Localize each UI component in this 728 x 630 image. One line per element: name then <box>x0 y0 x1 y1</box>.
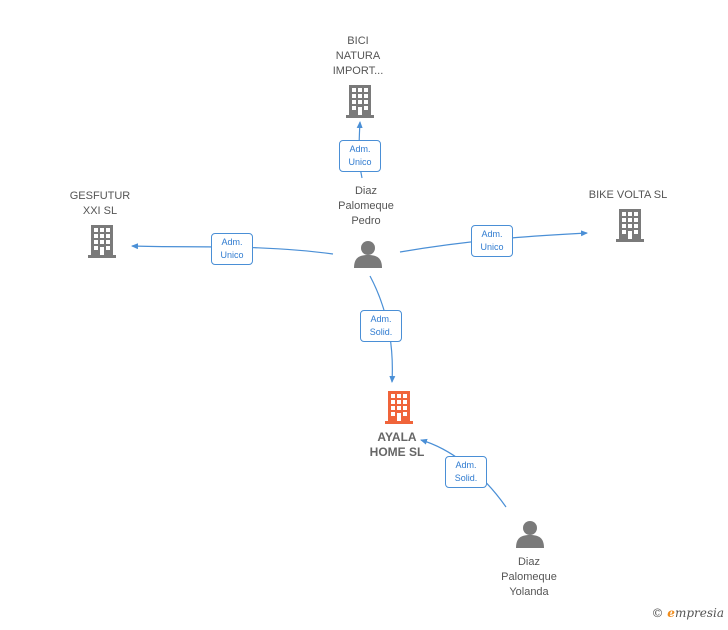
gesfutur-building-icon[interactable] <box>88 225 116 258</box>
bike-volta-label[interactable]: BIKE VOLTA SL <box>588 189 668 201</box>
edge-badge-pedro-bike: Adm. Unico <box>471 225 513 257</box>
bike-volta-building-icon[interactable] <box>616 209 644 242</box>
bici-natura-building-icon[interactable] <box>346 85 374 118</box>
ayala-home-building-icon[interactable] <box>385 391 413 424</box>
edge-badge-pedro-gesfutur: Adm. Unico <box>211 233 253 265</box>
edge-badge-pedro-bici: Adm. Unico <box>339 140 381 172</box>
yolanda-person-icon[interactable] <box>516 521 544 548</box>
gesfutur-label[interactable]: GESFUTUR XXI SL <box>69 190 131 217</box>
bici-natura-label[interactable]: BICI NATURA IMPORT... <box>332 35 384 77</box>
brand-e: e <box>667 606 675 620</box>
copyright-symbol: © <box>651 606 664 620</box>
pedro-person-icon[interactable] <box>354 241 382 268</box>
edge-badge-yolanda-ayala: Adm. Solid. <box>445 456 487 488</box>
pedro-label[interactable]: Diaz Palomeque Pedro <box>338 185 394 227</box>
edge-badge-pedro-ayala: Adm. Solid. <box>360 310 402 342</box>
yolanda-label[interactable]: Diaz Palomeque Yolanda <box>501 556 557 598</box>
brand-name: mpresia <box>674 606 724 620</box>
empresia-logo: © empresia <box>651 606 724 620</box>
ayala-home-label[interactable]: AYALA HOME SL <box>369 430 425 459</box>
